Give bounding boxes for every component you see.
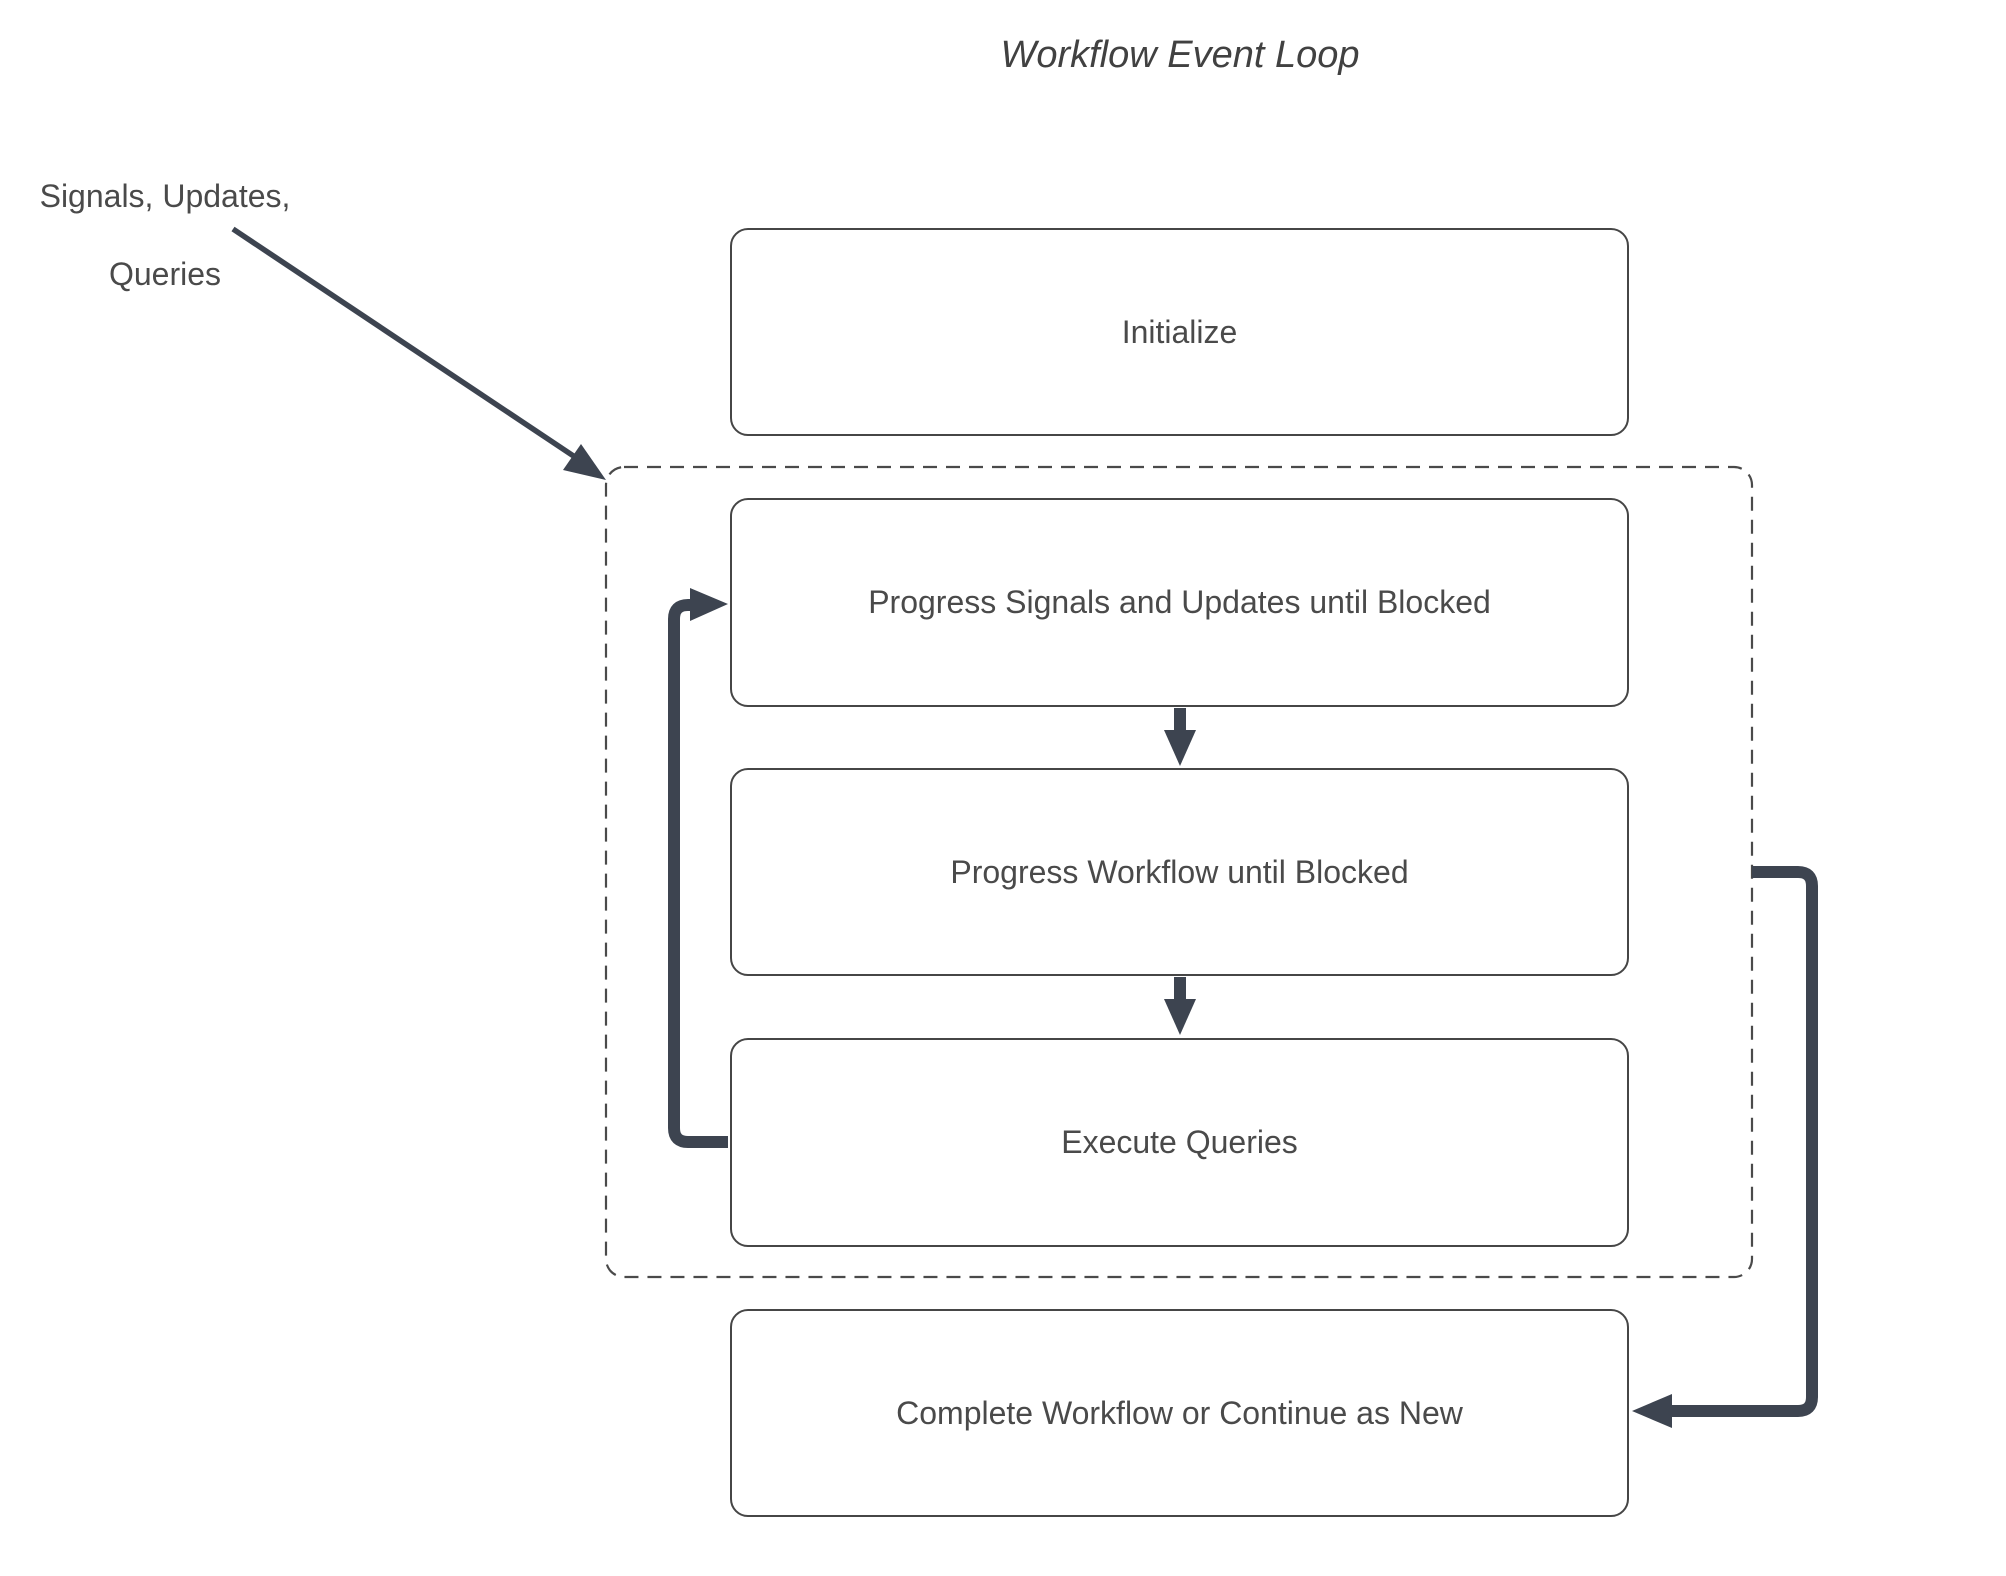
node-progress-workflow: Progress Workflow until Blocked bbox=[730, 768, 1629, 976]
execute-queries-loop-arrow bbox=[668, 588, 728, 1148]
diagram-title: Workflow Event Loop bbox=[1000, 34, 1360, 76]
node-complete-workflow: Complete Workflow or Continue as New bbox=[730, 1309, 1629, 1517]
signals-updates-queries-label-line2: Queries bbox=[108, 256, 222, 292]
signals-updates-queries-label-line1: Signals, Updates, bbox=[39, 178, 291, 214]
node-progress-signals-and-updates: Progress Signals and Updates until Block… bbox=[730, 498, 1629, 707]
node-execute-queries: Execute Queries bbox=[730, 1038, 1629, 1247]
workflow-to-execute-queries-arrow bbox=[1164, 977, 1196, 1035]
progress-signals-to-workflow-arrow bbox=[1164, 708, 1196, 766]
node-initialize: Initialize bbox=[730, 228, 1629, 436]
signals-updates-queries-label: Signals, Updates, Queries bbox=[25, 138, 305, 294]
group-to-complete-arrow bbox=[1632, 866, 1818, 1428]
